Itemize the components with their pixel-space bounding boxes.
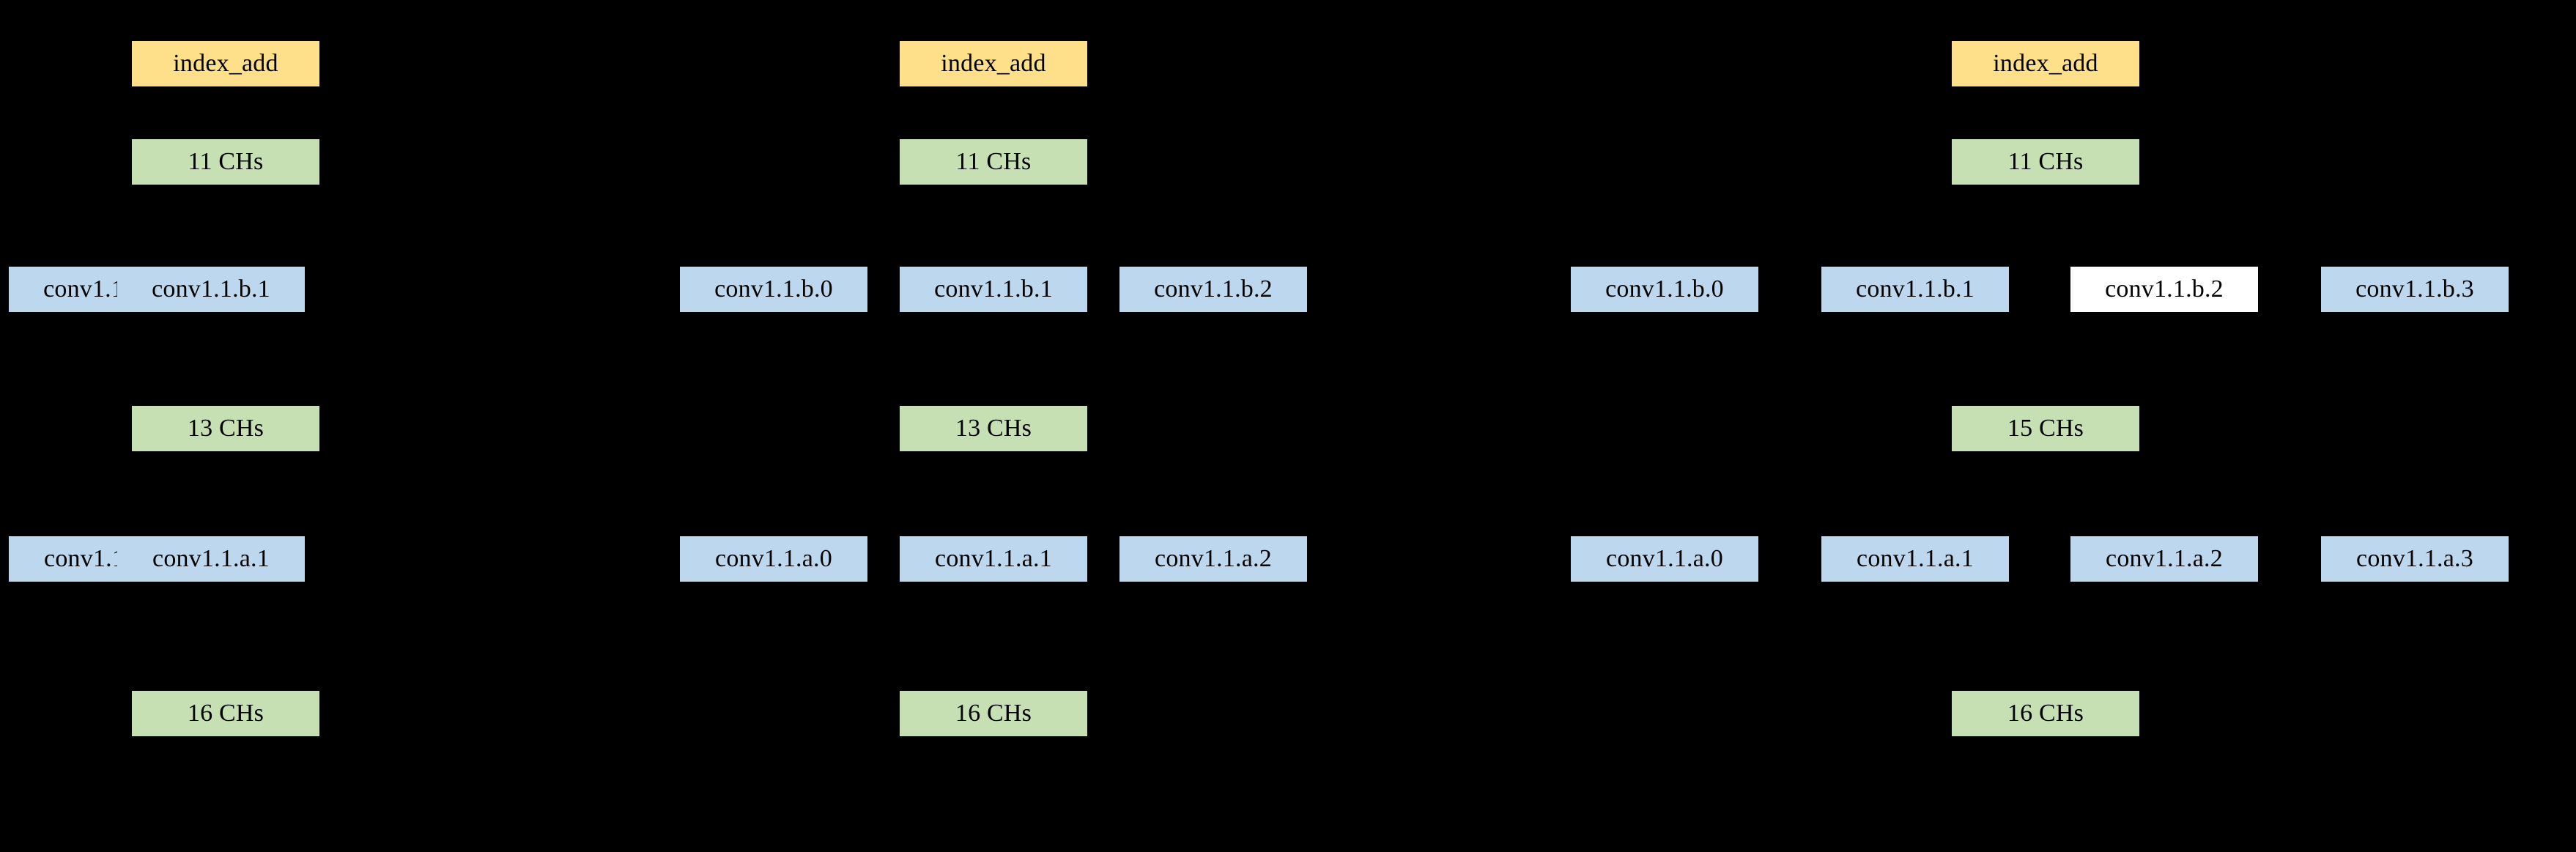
- group3-conv-b-3-node[interactable]: conv1.1.b.3: [2321, 267, 2509, 312]
- group3-index-add-node[interactable]: index_add: [1952, 41, 2139, 86]
- group1-channels-top-node[interactable]: 11 CHs: [132, 139, 319, 185]
- group2-channels-mid-node[interactable]: 13 CHs: [900, 406, 1087, 451]
- group2-conv-a-2-node[interactable]: conv1.1.a.2: [1119, 536, 1307, 582]
- group1-conv-a-1-node[interactable]: conv1.1.a.1: [117, 536, 305, 582]
- group3-conv-b-0-node[interactable]: conv1.1.b.0: [1571, 267, 1758, 312]
- group2-conv-b-0-node[interactable]: conv1.1.b.0: [680, 267, 867, 312]
- group3-conv-b-1-node[interactable]: conv1.1.b.1: [1821, 267, 2009, 312]
- group3-conv-a-3-node[interactable]: conv1.1.a.3: [2321, 536, 2509, 582]
- group2-channels-bottom-node[interactable]: 16 CHs: [900, 691, 1087, 736]
- group3-conv-a-1-node[interactable]: conv1.1.a.1: [1821, 536, 2009, 582]
- group2-conv-a-1-node[interactable]: conv1.1.a.1: [900, 536, 1087, 582]
- group1-index-add-node[interactable]: index_add: [132, 41, 319, 86]
- group1-channels-bottom-node[interactable]: 16 CHs: [132, 691, 319, 736]
- group3-conv-b-2-ghost-node[interactable]: conv1.1.b.2: [2070, 267, 2258, 312]
- group3-conv-a-2-node[interactable]: conv1.1.a.2: [2070, 536, 2258, 582]
- group3-channels-mid-node[interactable]: 15 CHs: [1952, 406, 2139, 451]
- group3-channels-bottom-node[interactable]: 16 CHs: [1952, 691, 2139, 736]
- group1-channels-mid-node[interactable]: 13 CHs: [132, 406, 319, 451]
- group3-channels-top-node[interactable]: 11 CHs: [1952, 139, 2139, 185]
- group2-conv-b-2-node[interactable]: conv1.1.b.2: [1119, 267, 1307, 312]
- group2-conv-b-1-node[interactable]: conv1.1.b.1: [900, 267, 1087, 312]
- group2-channels-top-node[interactable]: 11 CHs: [900, 139, 1087, 185]
- group1-conv-b-1-node[interactable]: conv1.1.b.1: [117, 267, 305, 312]
- group2-conv-a-0-node[interactable]: conv1.1.a.0: [680, 536, 867, 582]
- group2-index-add-node[interactable]: index_add: [900, 41, 1087, 86]
- group3-conv-a-0-node[interactable]: conv1.1.a.0: [1571, 536, 1758, 582]
